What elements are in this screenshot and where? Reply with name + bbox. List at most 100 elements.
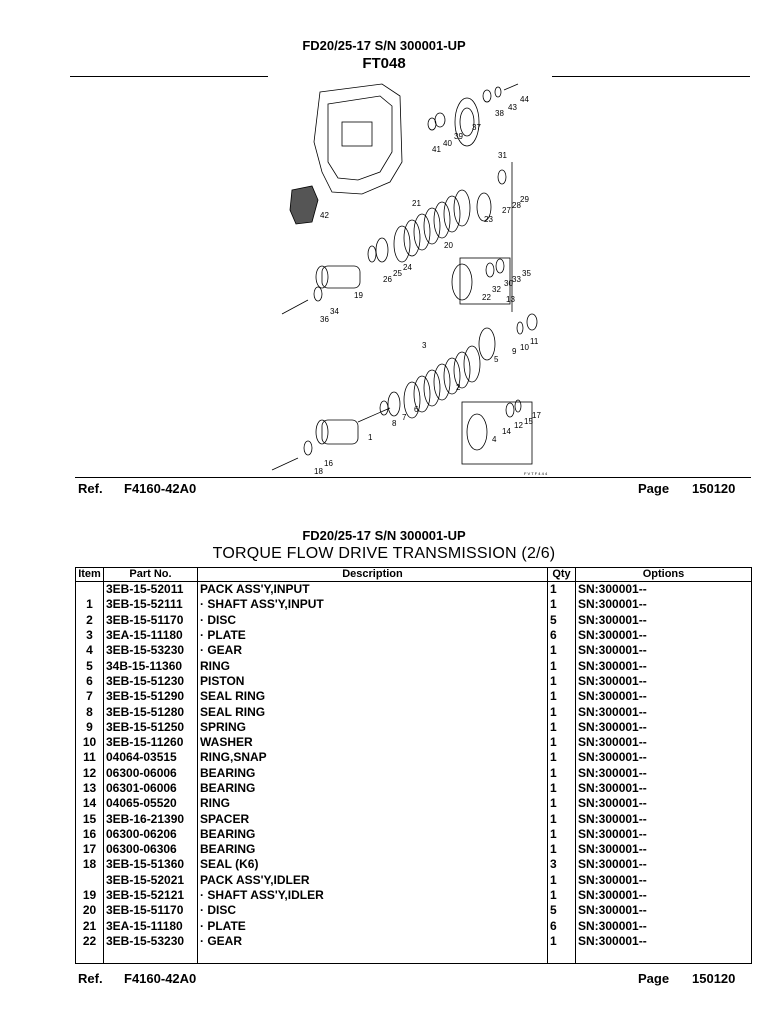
description-cell: · DISC (197, 612, 548, 628)
part-no-cell: 3EB-15-51360 (103, 857, 198, 873)
options-cell: SN:300001-- (575, 872, 752, 888)
exploded-parts-diagram: 44 43 38 37 39 40 41 31 42 21 29 28 27 2… (271, 83, 548, 476)
qty-cell: 1 (547, 872, 576, 888)
ref-rule-top (75, 477, 751, 478)
part-no-cell: 34B-15-11360 (103, 658, 198, 674)
empty-cell (197, 949, 548, 965)
page-label: Page (638, 481, 670, 496)
options-cell: SN:300001-- (575, 581, 752, 598)
callout-14: 14 (502, 427, 511, 436)
description-cell: BEARING (197, 826, 548, 843)
qty-cell: 1 (547, 933, 576, 950)
callout-40: 40 (443, 139, 452, 148)
qty-cell: 3 (547, 857, 576, 873)
callout-5: 5 (494, 355, 499, 364)
qty-cell: 1 (547, 811, 576, 827)
callout-36: 36 (320, 315, 329, 324)
callout-27: 27 (502, 206, 511, 215)
callout-4: 4 (492, 435, 497, 444)
qty-cell: 1 (547, 719, 576, 735)
col-header-description: Description (197, 567, 548, 582)
description-cell: SEAL RING (197, 704, 548, 720)
options-cell: SN:300001-- (575, 765, 752, 781)
part-no-cell: 3EB-15-51170 (103, 903, 198, 919)
ref-label: Ref. (78, 971, 103, 986)
qty-cell: 1 (547, 689, 576, 705)
callout-23: 23 (484, 215, 493, 224)
callout-12: 12 (514, 421, 523, 430)
options-cell: SN:300001-- (575, 811, 752, 827)
callout-25: 25 (393, 269, 402, 278)
part-no-cell: 06300-06306 (103, 842, 198, 858)
callout-44: 44 (520, 95, 529, 104)
parts-table: Item Part No. Description Qty Options 3E… (75, 567, 752, 965)
header-rule-right (552, 76, 750, 77)
part-no-cell: 3EB-15-52011 (103, 581, 198, 598)
qty-cell: 1 (547, 796, 576, 812)
description-cell: RING (197, 658, 548, 674)
item-cell: 22 (75, 933, 104, 950)
callout-8: 8 (392, 419, 397, 428)
item-cell: 7 (75, 689, 104, 705)
callout-43: 43 (508, 103, 517, 112)
callout-37: 37 (472, 123, 481, 132)
qty-cell: 1 (547, 826, 576, 843)
description-cell: RING,SNAP (197, 750, 548, 766)
item-cell (75, 581, 104, 598)
options-cell: SN:300001-- (575, 933, 752, 950)
table-title: TORQUE FLOW DRIVE TRANSMISSION (2/6) (212, 545, 556, 562)
description-cell: SPRING (197, 719, 548, 735)
callout-24: 24 (403, 263, 412, 272)
item-cell: 13 (75, 780, 104, 797)
item-cell: 11 (75, 750, 104, 766)
part-no-cell: 3EB-15-51290 (103, 689, 198, 705)
part-no-cell: 04065-05520 (103, 796, 198, 812)
callout-20: 20 (444, 241, 453, 250)
item-cell (75, 872, 104, 888)
col-header-part-no: Part No. (103, 567, 198, 582)
callout-2: 2 (456, 383, 461, 392)
empty-cell (103, 949, 198, 965)
item-cell: 20 (75, 903, 104, 919)
description-cell: · GEAR (197, 933, 548, 950)
item-cell: 18 (75, 857, 104, 873)
part-no-cell: 3EB-15-51250 (103, 719, 198, 735)
qty-cell: 1 (547, 765, 576, 781)
callout-13: 13 (506, 295, 515, 304)
callout-31: 31 (498, 151, 507, 160)
description-cell: BEARING (197, 765, 548, 781)
part-no-cell: 3EB-15-52111 (103, 597, 198, 613)
qty-cell: 1 (547, 643, 576, 659)
page-label: Page (638, 971, 670, 986)
col-header-item: Item (75, 567, 104, 582)
options-cell: SN:300001-- (575, 734, 752, 751)
item-cell: 10 (75, 734, 104, 751)
qty-cell: 1 (547, 704, 576, 720)
qty-cell: 6 (547, 918, 576, 934)
ref-value: F4160-42A0 (124, 971, 197, 986)
item-cell: 1 (75, 597, 104, 613)
callout-29: 29 (520, 195, 529, 204)
part-no-cell: 3EB-15-51170 (103, 612, 198, 628)
callout-42: 42 (320, 211, 329, 220)
qty-cell: 1 (547, 597, 576, 613)
callout-21: 21 (412, 199, 421, 208)
callout-39: 39 (454, 132, 463, 141)
description-cell: · SHAFT ASS'Y,IDLER (197, 887, 548, 904)
description-cell: BEARING (197, 780, 548, 797)
ref-label: Ref. (78, 481, 103, 496)
description-cell: RING (197, 796, 548, 812)
options-cell: SN:300001-- (575, 780, 752, 797)
